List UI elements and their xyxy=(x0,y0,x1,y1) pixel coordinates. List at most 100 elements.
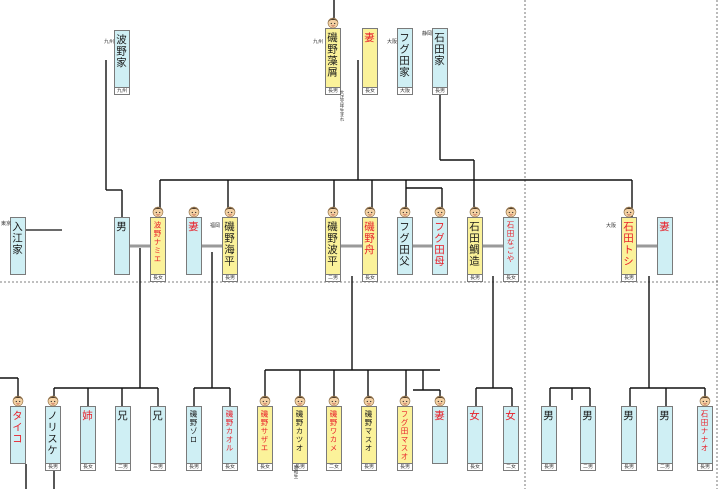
person-card-isono-kaori: 磯野カオル xyxy=(222,406,238,464)
person-name: 磯野ゾロ xyxy=(189,410,198,444)
person-card-tsuma-2: 妻 xyxy=(186,217,202,275)
person-card-taiko: タイコ xyxy=(10,406,26,464)
avatar-face-icon xyxy=(469,206,481,218)
note-isono-chain: 大正元年生まれ xyxy=(339,90,344,122)
person-card-ishida-tsuyako: 石田なごや xyxy=(503,217,519,275)
person-card-isono-umihei: 磯野海平 xyxy=(222,217,238,275)
avatar-face-icon xyxy=(434,395,446,407)
person-name: 兄 xyxy=(116,410,128,422)
person-role-ane: 長女 xyxy=(80,463,96,471)
person-role-hamano-ke: 九州 xyxy=(114,87,130,95)
person-card-tsuma-4: 妻 xyxy=(432,406,448,464)
person-name: 磯野舟 xyxy=(363,221,375,256)
person-name: 磯野カツオ xyxy=(295,410,304,453)
person-name: 石田家 xyxy=(433,32,445,67)
person-role-namino-nami: 長女 xyxy=(150,274,166,282)
person-name: 姉 xyxy=(81,410,93,422)
person-card-isono-namihei: 磯野波平 xyxy=(325,217,341,275)
person-role-ishida-ke: 長男 xyxy=(432,87,448,95)
person-name: ノリスケ xyxy=(46,410,58,456)
person-name: 磯野ワカメ xyxy=(329,410,338,453)
person-role-ishida-toshio: 長男 xyxy=(621,274,637,282)
person-role-ishida-tsuyako: 長女 xyxy=(503,274,519,282)
person-card-ani-1: 兄 xyxy=(115,406,131,464)
person-name: 男 xyxy=(542,410,554,422)
person-role-isono-fune: 長女 xyxy=(362,274,378,282)
person-card-ane: 姉 xyxy=(80,406,96,464)
person-name: フグ田家 xyxy=(398,32,410,78)
person-name: 妻 xyxy=(363,32,375,44)
person-card-isono-sazoro: 磯野ゾロ xyxy=(186,406,202,464)
person-name: 磯野カオル xyxy=(225,410,234,453)
person-card-fuguta-haha: フグ田母 xyxy=(432,217,448,275)
person-name: 男 xyxy=(622,410,634,422)
person-name: 女 xyxy=(468,410,480,422)
person-card-namino-nami: 波野ナミエ xyxy=(150,217,166,275)
avatar-face-icon xyxy=(364,206,376,218)
person-origin-ishida-ke: 静岡 xyxy=(422,31,433,37)
person-card-otoko-2: 男 xyxy=(541,406,557,464)
person-card-otoko-4: 男 xyxy=(621,406,637,464)
person-name: 磯野海平 xyxy=(223,221,235,267)
person-name: 石田なごや xyxy=(506,221,515,264)
person-card-ishida-toshio: 石田トシオ xyxy=(621,217,637,275)
person-name: フグ田マスオ xyxy=(400,410,409,461)
avatar-face-icon xyxy=(505,206,517,218)
avatar-face-icon xyxy=(399,395,411,407)
person-card-otoko-5: 男 xyxy=(657,406,673,464)
person-card-irie-ke: 入江家 xyxy=(10,217,26,275)
person-role-isono-umihei: 長男 xyxy=(222,274,238,282)
person-role-onna-2: 二女 xyxy=(503,463,519,471)
person-name: 磯野波平 xyxy=(326,221,338,267)
person-name: 石田トシオ xyxy=(622,221,634,267)
person-card-ishida-ke: 石田家 xyxy=(432,28,448,88)
person-card-ishida-tsunazo: 石田鯛造 xyxy=(467,217,483,275)
person-role-isono-katsuo: 長男 xyxy=(292,463,308,471)
avatar-face-icon xyxy=(327,17,339,29)
person-role-ishida-nanao: 長男 xyxy=(697,463,713,471)
person-name: 兄 xyxy=(151,410,163,422)
avatar-face-icon xyxy=(47,395,59,407)
person-card-fuguta-chichi: フグ田父 xyxy=(397,217,413,275)
person-role-otoko-4: 長男 xyxy=(621,463,637,471)
person-name: フグ田父 xyxy=(398,221,410,267)
person-name: 磯野藻屑 xyxy=(326,32,338,78)
person-card-onna-1: 女 xyxy=(467,406,483,464)
person-role-isono-namihei-sr: 長男 xyxy=(325,87,341,95)
person-name: タイコ xyxy=(11,410,23,445)
person-role-otoko-3: 二男 xyxy=(580,463,596,471)
person-role-ani-1: 二男 xyxy=(115,463,131,471)
person-role-isono-kaori: 長女 xyxy=(222,463,238,471)
person-role-tsuma-top: 長女 xyxy=(362,87,378,95)
avatar-face-icon xyxy=(328,395,340,407)
person-name: 磯野マスオ xyxy=(364,410,373,453)
person-card-fuguta-ke: フグ田家 xyxy=(397,28,413,88)
person-name: 妻 xyxy=(187,221,199,233)
avatar-face-icon xyxy=(623,206,635,218)
person-name: 男 xyxy=(658,410,670,422)
person-role-otoko-2: 長男 xyxy=(541,463,557,471)
person-name: 妻 xyxy=(433,410,445,422)
person-role-ishida-tsunazo: 長男 xyxy=(467,274,483,282)
note-katsuo: 昭和生 xyxy=(293,465,298,479)
person-role-ani-2: 三男 xyxy=(150,463,166,471)
avatar-face-icon xyxy=(12,395,24,407)
avatar-face-icon xyxy=(699,395,711,407)
person-origin-isono-namihei-sr: 九州 xyxy=(313,39,324,45)
person-role-isono-wakame: 二女 xyxy=(326,463,342,471)
person-card-isono-katsuo: 磯野カツオ xyxy=(292,406,308,464)
person-name: 男 xyxy=(115,221,127,233)
person-name: 男 xyxy=(581,410,593,422)
person-card-hamano-ke: 波野家 xyxy=(114,30,130,88)
person-role-isono-sazoro: 長男 xyxy=(186,463,202,471)
person-role-fuguta-ke: 大阪 xyxy=(397,87,413,95)
avatar-face-icon xyxy=(294,395,306,407)
avatar-face-icon xyxy=(399,206,411,218)
avatar-face-icon xyxy=(188,206,200,218)
avatar-face-icon xyxy=(363,395,375,407)
person-name: フグ田母 xyxy=(433,221,445,267)
person-card-isono-masuo: 磯野マスオ xyxy=(361,406,377,464)
person-role-otoko-5: 二男 xyxy=(657,463,673,471)
